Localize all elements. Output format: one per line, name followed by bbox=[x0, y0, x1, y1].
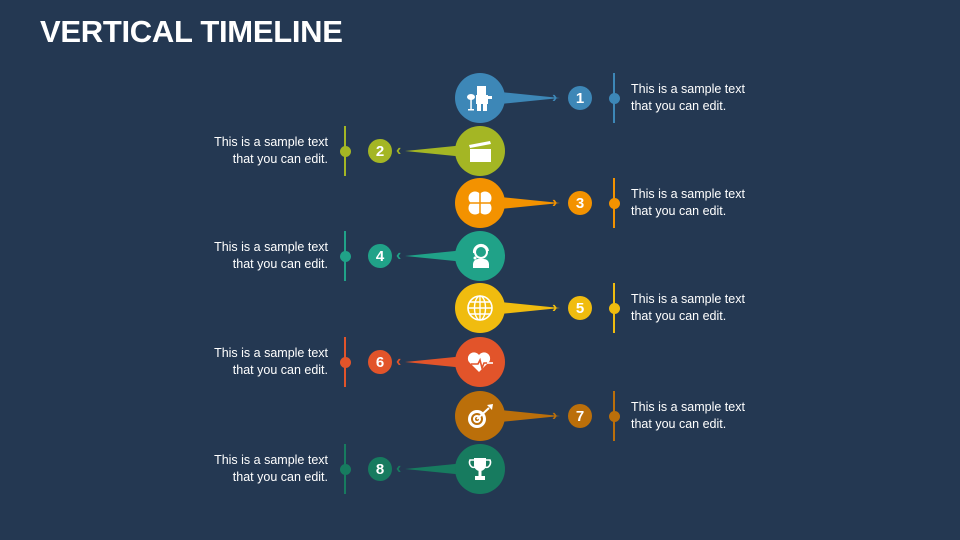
step-icon-circle bbox=[455, 126, 505, 176]
step-dot bbox=[339, 463, 351, 475]
step-dot bbox=[608, 92, 620, 104]
four-petal-flower-icon bbox=[468, 191, 492, 215]
step-number-badge: 6 bbox=[368, 350, 392, 374]
target-dart-icon bbox=[468, 404, 493, 428]
step-number-badge: 5 bbox=[568, 296, 592, 320]
step-number-badge: 3 bbox=[568, 191, 592, 215]
customer-support-icon bbox=[472, 243, 489, 268]
chevron-right-icon: › bbox=[552, 299, 558, 316]
step-icon-circle bbox=[455, 391, 505, 441]
step-icon-circle bbox=[455, 73, 505, 123]
step-number-badge: 2 bbox=[368, 139, 392, 163]
step-dot bbox=[608, 197, 620, 209]
step-number-badge: 8 bbox=[368, 457, 392, 481]
step-number-badge: 7 bbox=[568, 404, 592, 428]
step-icon-circle bbox=[455, 444, 505, 494]
step-dot bbox=[339, 356, 351, 368]
step-dot bbox=[608, 302, 620, 314]
step-dot bbox=[608, 410, 620, 422]
step-dot bbox=[339, 145, 351, 157]
step-dot bbox=[339, 250, 351, 262]
step-icon-circle bbox=[455, 283, 505, 333]
chevron-right-icon: › bbox=[552, 407, 558, 424]
chevron-left-icon: ‹ bbox=[396, 353, 402, 370]
trophy-icon bbox=[468, 458, 492, 480]
heart-pulse-icon bbox=[467, 352, 493, 372]
step-icon-circle bbox=[455, 231, 505, 281]
step-icon-circle bbox=[455, 178, 505, 228]
clapperboard-icon bbox=[469, 141, 491, 162]
globe-icon bbox=[467, 295, 493, 321]
presentation-person-icon bbox=[467, 86, 492, 111]
chevron-left-icon: ‹ bbox=[396, 460, 402, 477]
step-number-badge: 4 bbox=[368, 244, 392, 268]
chevron-right-icon: › bbox=[552, 89, 558, 106]
chevron-left-icon: ‹ bbox=[396, 142, 402, 159]
chevron-left-icon: ‹ bbox=[396, 247, 402, 264]
page-title: VERTICAL TIMELINE bbox=[40, 14, 343, 49]
step-icon-circle bbox=[455, 337, 505, 387]
step-number-badge: 1 bbox=[568, 86, 592, 110]
chevron-right-icon: › bbox=[552, 194, 558, 211]
